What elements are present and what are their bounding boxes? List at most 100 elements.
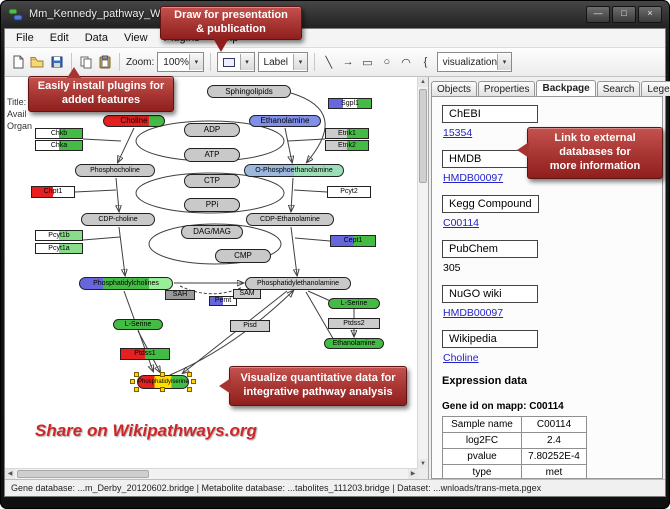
zoom-combobox[interactable]: 100% ▾: [157, 52, 204, 72]
pathway-node-etnk2[interactable]: Etnk2: [325, 140, 369, 151]
pathway-node-pcyt1b[interactable]: Pcyt1b: [35, 230, 83, 241]
copy-icon: [80, 56, 92, 69]
scroll-down-icon[interactable]: ▼: [418, 459, 428, 469]
selection-handle[interactable]: [160, 372, 165, 377]
datanode-type-dropdown[interactable]: ▾: [216, 52, 255, 72]
vertical-scrollbar[interactable]: ▲ ▼: [417, 77, 428, 469]
maximize-button[interactable]: □: [612, 5, 636, 23]
selection-handle[interactable]: [160, 387, 165, 392]
arrow-tool-button[interactable]: →: [340, 51, 356, 74]
pathway-node-sam[interactable]: SAM: [233, 289, 261, 299]
pathway-node-adp[interactable]: ADP: [184, 123, 240, 137]
pathway-node-sgpl1[interactable]: Sgpl1: [328, 98, 372, 109]
pathway-node-pemt[interactable]: Pemt: [209, 296, 237, 306]
save-button[interactable]: [49, 51, 65, 74]
pathway-node-phosphatidylserine[interactable]: Phosphatidylserine: [130, 372, 196, 392]
selection-handle[interactable]: [187, 387, 192, 392]
pathway-node-cdp-ethanolamine[interactable]: CDP-Ethanolamine: [246, 213, 334, 226]
ellipse-tool-button[interactable]: ○: [379, 51, 395, 74]
pathway-node-choline[interactable]: Choline: [103, 115, 165, 127]
scroll-right-icon[interactable]: ▶: [408, 469, 418, 479]
chevron-down-icon[interactable]: ▾: [293, 54, 308, 70]
pathway-node-chka[interactable]: Chka: [35, 140, 83, 151]
paste-button[interactable]: [97, 51, 113, 74]
tab-properties[interactable]: Properties: [477, 81, 536, 96]
open-folder-icon: [30, 57, 44, 68]
close-button[interactable]: ×: [638, 5, 662, 23]
wikipedia-link[interactable]: Choline: [443, 352, 479, 364]
pathway-node-phosphocholine[interactable]: Phosphocholine: [75, 164, 155, 177]
pathway-node-cdp-choline[interactable]: CDP-choline: [81, 213, 155, 226]
pathway-node-ptdss1[interactable]: Ptdss1: [120, 348, 170, 360]
selection-handle[interactable]: [187, 372, 192, 377]
chebi-id-link[interactable]: 15354: [443, 127, 473, 139]
pathway-node-chpt1[interactable]: Chpt1: [31, 186, 75, 198]
pathway-node-phosphatidylcholines[interactable]: Phosphatidylcholines: [79, 277, 173, 290]
new-file-button[interactable]: [10, 51, 26, 74]
nugo-id-link[interactable]: HMDB00097: [443, 307, 504, 319]
copy-button[interactable]: [78, 51, 94, 74]
chevron-down-icon[interactable]: ▾: [497, 54, 512, 70]
line-tool-button[interactable]: ╲: [321, 51, 337, 74]
pathway-availability-label: Avail: [7, 109, 27, 119]
horizontal-scroll-thumb[interactable]: [17, 470, 149, 478]
backpage-section-hmdb: HMDB HMDB00097: [442, 150, 652, 184]
pathway-node-label: Pisd: [243, 322, 257, 329]
pathway-node-o-phosphoethanolamine[interactable]: O-Phosphoethanolamine: [244, 164, 344, 177]
pathway-node-phosphatidylethanolamine[interactable]: Phosphatidylethanolamine: [245, 277, 351, 290]
menu-item-view[interactable]: View: [123, 32, 148, 44]
selection-handle[interactable]: [134, 372, 139, 377]
kegg-id-link[interactable]: C00114: [443, 217, 480, 229]
pathway-node-l-serine[interactable]: L-Serine: [113, 319, 163, 330]
pathway-node-ethanolamine[interactable]: Ethanolamine: [249, 115, 321, 127]
pathway-node-etnk1[interactable]: Etnk1: [325, 128, 369, 139]
menu-item-file[interactable]: File: [16, 32, 34, 44]
chevron-down-icon[interactable]: ▾: [188, 54, 203, 70]
selection-handle[interactable]: [134, 387, 139, 392]
pathway-node-pcyt2[interactable]: Pcyt2: [327, 186, 371, 198]
pathway-node-atp[interactable]: ATP: [184, 148, 240, 162]
selection-handle[interactable]: [130, 379, 135, 384]
chevron-down-icon[interactable]: ▾: [239, 54, 254, 70]
tab-objects[interactable]: Objects: [431, 81, 477, 96]
pathway-node-sphingolipids[interactable]: Sphingolipids: [207, 85, 291, 98]
pathway-node-label: SAM: [239, 290, 255, 297]
menu-item-data[interactable]: Data: [84, 32, 108, 44]
pathway-node-l-serine[interactable]: L-Serine: [328, 298, 380, 309]
pathway-node-ctp[interactable]: CTP: [184, 174, 240, 188]
visualization-dropdown[interactable]: visualization ▾: [436, 52, 513, 72]
title-bar[interactable]: Mm_Kennedy_pathway_WP1771_45176.gp... — …: [4, 0, 666, 28]
horizontal-scrollbar[interactable]: ◀ ▶: [5, 468, 418, 479]
sidebar-tabs: Objects Properties Backpage Search Legen…: [431, 79, 670, 96]
hmdb-id-link[interactable]: HMDB00097: [443, 172, 504, 184]
tab-backpage[interactable]: Backpage: [536, 80, 596, 96]
pathway-node-pisd[interactable]: Pisd: [230, 320, 270, 332]
pathway-node-ethanolamine[interactable]: Ethanolamine: [324, 338, 384, 349]
brace-tool-button[interactable]: {: [417, 51, 433, 74]
scroll-up-icon[interactable]: ▲: [418, 77, 428, 87]
arc-tool-button[interactable]: ◠: [398, 51, 414, 74]
pathway-node-cmp[interactable]: CMP: [215, 249, 271, 263]
pathway-node-ppi[interactable]: PPi: [184, 198, 240, 212]
pathway-node-chkb[interactable]: Chkb: [35, 128, 83, 139]
pathway-node-dag-mag[interactable]: DAG/MAG: [181, 225, 243, 239]
scroll-left-icon[interactable]: ◀: [5, 469, 15, 479]
pathway-node-sah[interactable]: SAH: [165, 290, 195, 300]
minimize-button[interactable]: —: [586, 5, 610, 23]
tab-legend[interactable]: Legend: [641, 81, 670, 96]
label-tool-dropdown[interactable]: Label ▾: [257, 52, 309, 72]
rectangle-tool-button[interactable]: ▭: [359, 51, 375, 74]
pathway-node-cept1[interactable]: Cept1: [330, 235, 376, 247]
paste-icon: [99, 55, 111, 69]
selection-handle[interactable]: [191, 379, 196, 384]
vertical-scroll-thumb[interactable]: [419, 89, 427, 183]
expression-data-title: Expression data: [442, 375, 527, 387]
pathway-node-ptdss2[interactable]: Ptdss2: [328, 318, 380, 329]
pathway-node-pcyt1a[interactable]: Pcyt1a: [35, 243, 83, 254]
menu-item-edit[interactable]: Edit: [49, 32, 69, 44]
open-file-button[interactable]: [29, 51, 45, 74]
pathway-title-label: Title:: [7, 97, 27, 107]
tab-search[interactable]: Search: [596, 81, 641, 96]
